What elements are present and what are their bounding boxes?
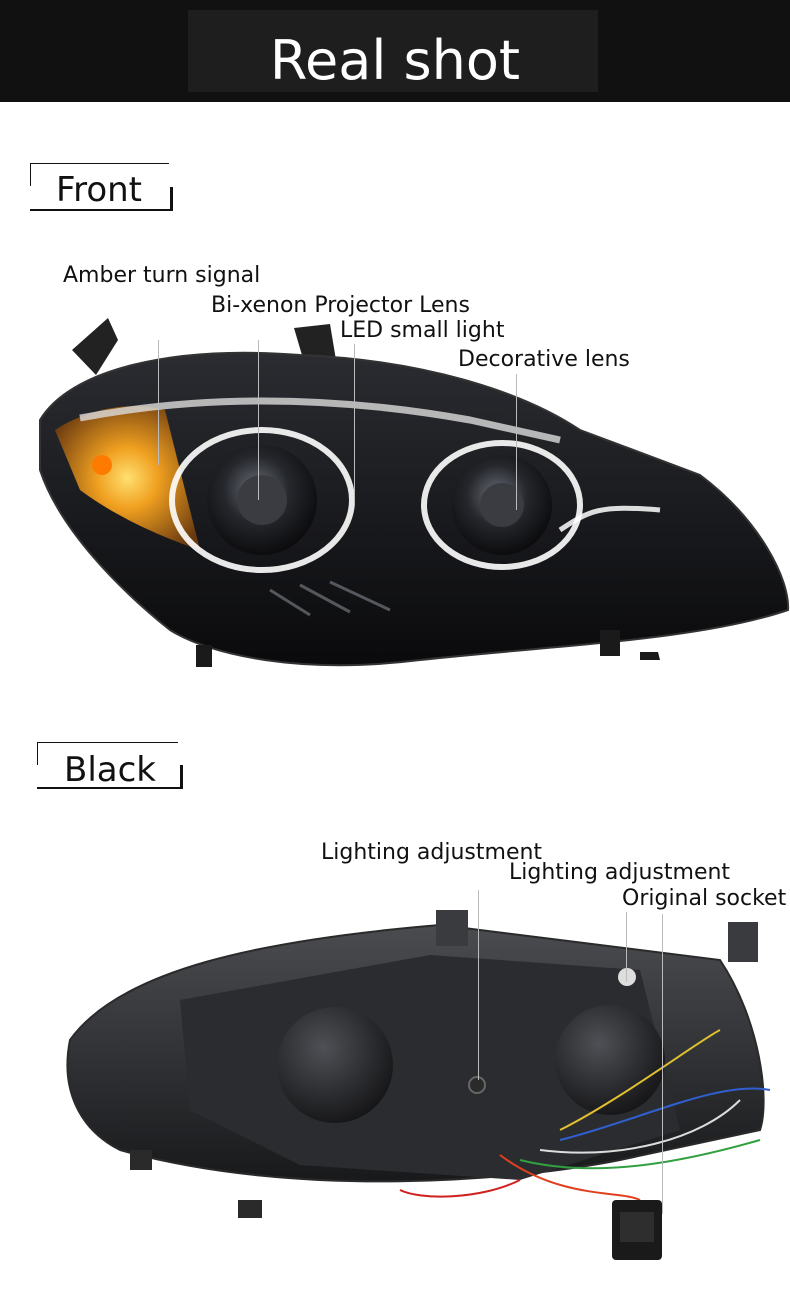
header-bar [0,0,790,102]
back-headlight-photo [0,900,790,1310]
leader-line-amber [158,340,159,465]
annotation-lighting-adjustment-2: Lighting adjustment [509,860,731,885]
annotation-decorative-lens: Decorative lens [458,347,630,372]
page-title: Real shot [269,29,521,92]
leader-line-socket [662,914,663,1214]
front-headlight-photo [0,300,790,700]
leader-line-led [354,344,355,504]
front-label: Front [56,170,142,210]
annotation-lighting-adjustment-1: Lighting adjustment [321,840,543,865]
annotation-amber-turn-signal: Amber turn signal [63,263,261,288]
annotation-led-small-light: LED small light [340,318,505,343]
leader-line-bixenon [258,340,259,500]
annotation-bixenon-projector: Bi-xenon Projector Lens [211,293,470,318]
back-label: Black [64,750,156,790]
annotation-original-socket: Original socket [622,886,787,911]
leader-line-decorative [516,374,517,510]
leader-line-adjustment-2 [626,912,627,982]
header-title-panel [188,10,598,92]
leader-line-adjustment-1 [478,890,479,1080]
